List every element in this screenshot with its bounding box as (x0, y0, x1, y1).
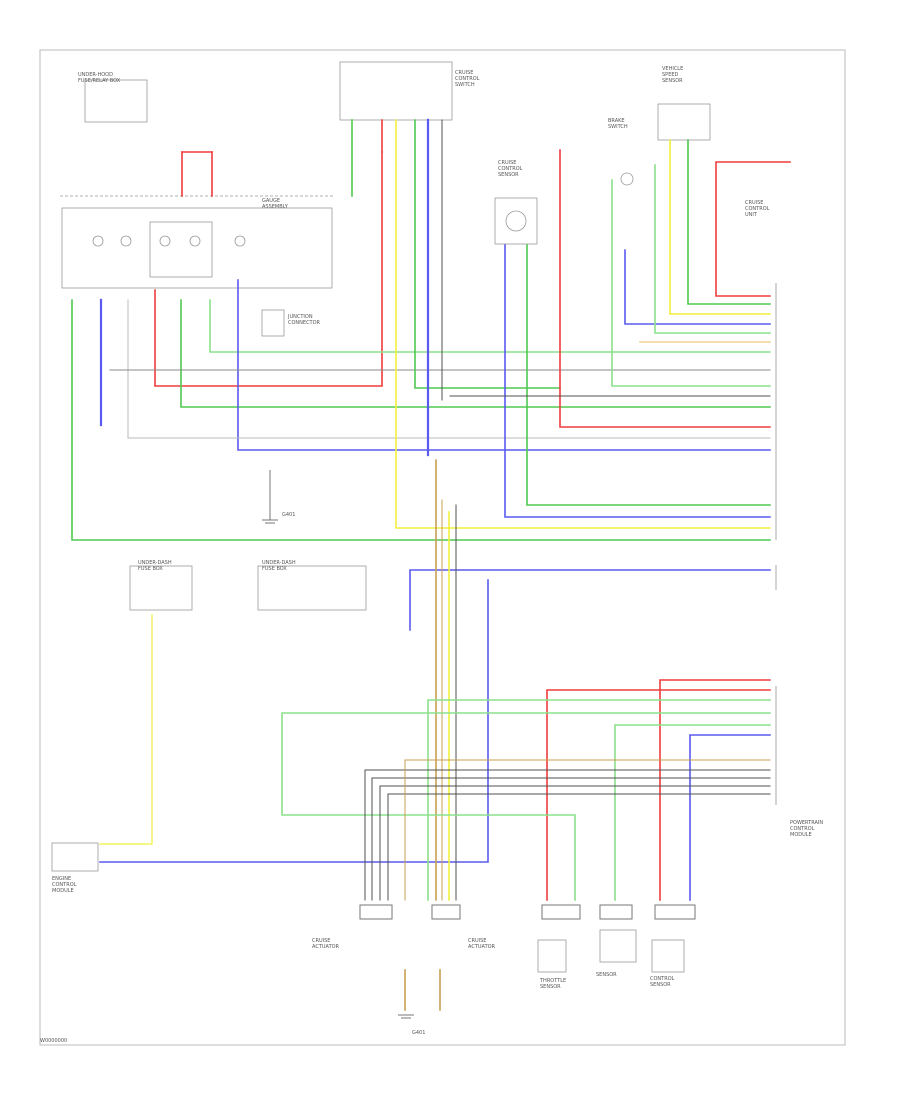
label-ground-2: G401 (412, 1030, 426, 1036)
wire-blue-lower-right (409, 569, 771, 631)
wire-dark-lower-4 (387, 793, 771, 901)
connector-block-5 (654, 904, 696, 920)
gauge-dial-4 (189, 235, 201, 247)
wire-dark-lower-2 (371, 777, 771, 901)
actuator-2-outline (599, 929, 637, 963)
label-cruise-sensor: CRUISE CONTROL SENSOR (498, 160, 523, 178)
label-brake-switch: BRAKE SWITCH (608, 118, 628, 130)
diagram-code: W0000000 (40, 1038, 68, 1044)
wire-red-mid (559, 149, 771, 428)
wire-yellow-switch (395, 119, 771, 529)
wire-green-sensor (526, 244, 771, 506)
junction-1-outline (261, 309, 285, 337)
wire-blue-lower-right-2 (99, 579, 489, 863)
label-cruise-unit: CRUISE CONTROL UNIT (745, 200, 770, 218)
gauge-dial-3 (159, 235, 171, 247)
cruise-sensor-outline (494, 197, 538, 245)
wire-yellow-left (99, 614, 153, 845)
wire-green-speed (687, 139, 771, 305)
gauge-dial-5 (234, 235, 246, 247)
wire-green-gauge-2 (209, 299, 771, 353)
wire-tan-lower (404, 759, 771, 901)
wire-light-green-speed (654, 164, 771, 334)
label-pcm-module: POWERTRAIN CONTROL MODULE (790, 820, 824, 838)
label-sensor-c: CONTROL SENSOR (650, 976, 675, 988)
connector-block-4 (599, 904, 633, 920)
gauge-inner-block (149, 221, 213, 278)
connector-block-3 (541, 904, 581, 920)
wire-grey-1 (127, 299, 771, 439)
wire-green-lower-2 (281, 712, 771, 901)
wire-blue-sensor (504, 244, 771, 518)
wire-red-lower-2 (659, 679, 771, 901)
cruise-switch-outline (339, 61, 453, 121)
label-junction-1: JUNCTION CONNECTOR (288, 314, 321, 326)
label-sensor-b: SENSOR (596, 972, 617, 978)
wire-yellow-speed (669, 139, 771, 315)
connector-block-1 (359, 904, 393, 920)
label-sensor-a: THROTTLE SENSOR (540, 978, 567, 990)
gauge-assembly-outline (61, 207, 333, 289)
wire-green-switch-2 (414, 119, 561, 389)
diagram-frame (39, 49, 846, 1046)
wire-dark-lower-1 (364, 769, 771, 901)
sensor-c-outline (651, 939, 685, 973)
wire-red-gauge (154, 151, 383, 387)
label-actuator-1: CRUISE ACTUATOR (312, 938, 340, 950)
label-cruise-switch: CRUISE CONTROL SWITCH (455, 70, 480, 88)
cruise-sensor-coil (505, 210, 527, 232)
wire-green-lower-3 (614, 724, 771, 901)
wire-green-gauge-1 (180, 299, 771, 408)
label-fuse-box-2: UNDER-DASH FUSE BOX (138, 560, 172, 572)
ecm-outline (51, 842, 99, 872)
speed-sensor-outline (657, 103, 711, 141)
label-underhood-fuse-box: UNDER-HOOD FUSE/RELAY BOX (78, 72, 121, 84)
gauge-dial-2 (120, 235, 132, 247)
wire-blue-gauge (237, 279, 771, 451)
connector-block-2 (431, 904, 461, 920)
wire-red-lower-1 (546, 689, 771, 901)
fuse-box-2-outline (129, 565, 193, 611)
gauge-dial-1 (92, 235, 104, 247)
underhood-fuse-box-outline (84, 79, 148, 123)
fuse-box-3-outline (257, 565, 367, 611)
label-ground-1: G401 (282, 512, 296, 518)
wire-green-left-loop (71, 299, 771, 541)
wire-blue-lower-1 (689, 734, 771, 901)
wire-blue-speed (624, 249, 771, 325)
wire-red-top-right (715, 161, 791, 297)
wire-dark-lower-3 (379, 785, 771, 901)
brake-switch-coil (620, 172, 634, 186)
label-gauge-assembly: GAUGE ASSEMBLY (262, 198, 288, 210)
wire-green-mid (611, 179, 771, 387)
wire-green-lower-1 (427, 699, 771, 901)
label-ecm: ENGINE CONTROL MODULE (52, 876, 77, 894)
label-fuse-box-3: UNDER-DASH FUSE BOX (262, 560, 296, 572)
actuator-1-outline (537, 939, 567, 973)
label-actuator-2: CRUISE ACTUATOR (468, 938, 496, 950)
label-speed-sensor: VEHICLE SPEED SENSOR (662, 66, 684, 84)
